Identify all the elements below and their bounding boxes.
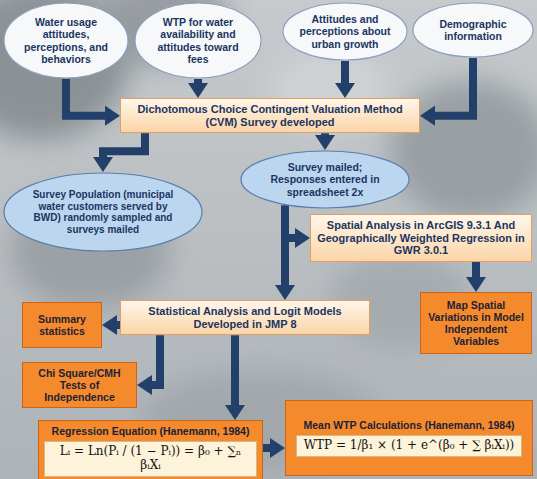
flow-arrow xyxy=(435,58,473,116)
flow-arrow xyxy=(263,444,270,452)
node-label: Chi Square/CMH Tests of Independence xyxy=(28,367,131,403)
process-box: Spatial Analysis in ArcGIS 9.3.1 And Geo… xyxy=(310,214,532,262)
node-label: Attitudes and perceptions about urban gr… xyxy=(299,13,392,49)
node-label: Mean WTP Calculations (Hanemann, 1984) xyxy=(303,419,514,431)
node-label: WTP for water availability and attitudes… xyxy=(151,16,246,64)
process-box: Statistical Analysis and Logit Models De… xyxy=(120,300,370,335)
output-box: Mean WTP Calculations (Hanemann, 1984) WT… xyxy=(285,400,533,476)
flow-arrow xyxy=(152,335,160,385)
input-ellipse: Water usage attitudes, perceptions, and … xyxy=(3,2,129,79)
flow-arrow xyxy=(66,79,105,116)
node-label: Water usage attitudes, perceptions, and … xyxy=(20,16,113,64)
ellipse-shape xyxy=(413,3,533,57)
flow-arrow xyxy=(285,206,295,238)
flow-arrow xyxy=(321,133,329,135)
node-label: Lᵢ = Ln(Pᵢ / (1 − Pᵢ)) = β₀ + ∑ₙ βᵢXᵢ xyxy=(52,445,249,473)
process-ellipse: Survey mailed; Responses entered in spre… xyxy=(240,150,410,209)
node-label: Regression Equation (Hanemann, 1984) xyxy=(52,425,250,437)
node-label: WTP = 1/β₁ × (1 + e^(β₀ + ∑ βᵢXᵢ)) xyxy=(304,439,515,453)
node-label: Summary statistics xyxy=(28,313,96,337)
node-label: Map Spatial Variations in Model Independ… xyxy=(426,299,526,347)
flow-arrow xyxy=(103,133,145,157)
flow-arrow xyxy=(194,79,202,83)
node-label: Demographic information xyxy=(428,18,518,42)
ellipse-shape xyxy=(135,3,261,78)
process-ellipse: Survey Population (municipal water custo… xyxy=(3,172,203,252)
equation-box: WTP = 1/β₁ × (1 + e^(β₀ + ∑ βᵢXᵢ)) xyxy=(296,435,523,457)
ellipse-shape xyxy=(4,3,128,78)
input-ellipse: WTP for water availability and attitudes… xyxy=(134,2,262,79)
ellipse-shape xyxy=(4,173,202,251)
flow-arrow xyxy=(472,262,480,277)
ellipse-shape xyxy=(283,3,407,60)
node-label: Dichotomous Choice Contingent Valuation … xyxy=(127,103,413,128)
output-box: Summary statistics xyxy=(22,302,102,348)
process-box: Dichotomous Choice Contingent Valuation … xyxy=(120,98,420,133)
flow-arrow xyxy=(341,61,349,83)
node-label: Statistical Analysis and Logit Models De… xyxy=(127,305,363,330)
output-box: Chi Square/CMH Tests of Independence xyxy=(22,362,137,408)
ellipse-shape xyxy=(241,151,409,208)
output-box: Regression Equation (Hanemann, 1984) Lᵢ =… xyxy=(38,420,263,479)
node-label: Survey Population (municipal water custo… xyxy=(29,189,177,235)
equation-box: Lᵢ = Ln(Pᵢ / (1 − Pᵢ)) = β₀ + ∑ₙ βᵢXᵢ xyxy=(44,441,257,477)
node-label: Survey mailed; Responses entered in spre… xyxy=(262,161,388,197)
node-label: Spatial Analysis in ArcGIS 9.3.1 And Geo… xyxy=(317,219,525,257)
flow-arrow xyxy=(231,335,239,405)
input-ellipse: Demographic information xyxy=(412,2,534,58)
input-ellipse: Attitudes and perceptions about urban gr… xyxy=(282,2,408,61)
output-box: Map Spatial Variations in Model Independ… xyxy=(420,292,532,354)
